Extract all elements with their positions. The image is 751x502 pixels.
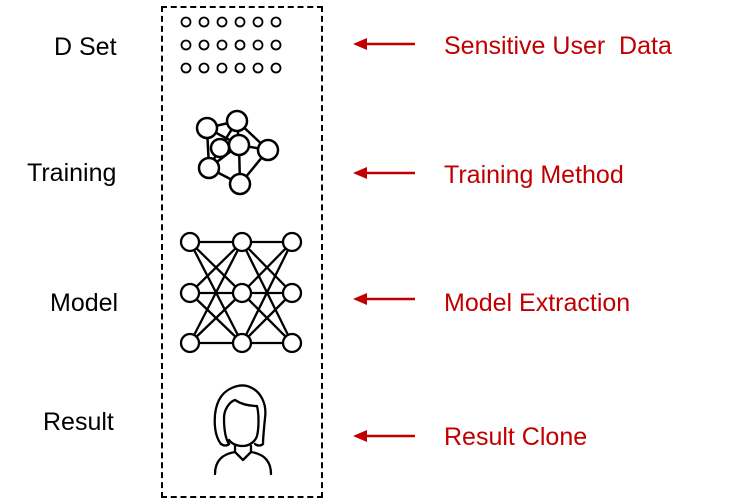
annotation-sensitive-user-data: Sensitive User Data [444,32,672,60]
annotation-result-clone: Result Clone [444,423,588,451]
arrow-result-clone [353,430,415,442]
dataset-dots-icon [180,16,282,74]
annotation-training-method: Training Method [444,161,624,189]
pipeline-dashed-box [161,6,323,498]
training-network-icon [195,109,280,196]
stage-label-training: Training [27,159,117,187]
user-avatar-icon [213,384,273,476]
stage-label-model: Model [50,289,119,317]
arrow-model-extraction [353,293,415,305]
annotation-model-extraction: Model Extraction [444,289,631,317]
arrow-training-method [353,167,415,179]
arrow-sensitive-data [353,38,415,50]
neural-network-model-icon [179,231,303,354]
stage-label-dataset: D Set [54,33,117,61]
stage-label-result: Result [43,408,114,436]
